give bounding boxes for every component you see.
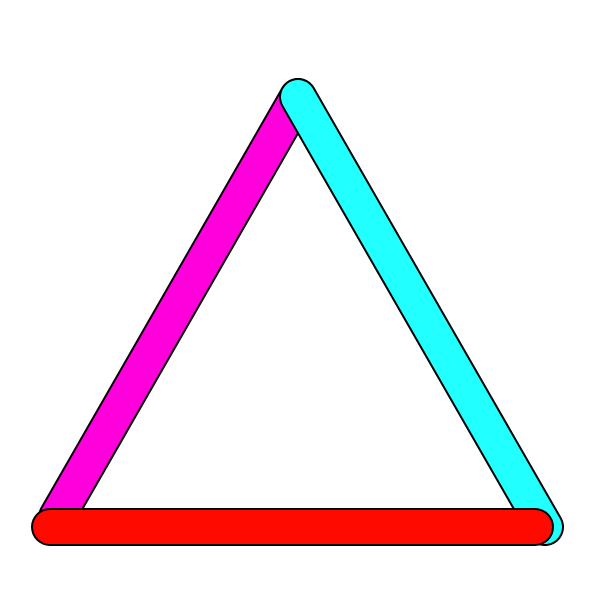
left-stick [38, 78, 317, 536]
left-stick-fill [40, 80, 315, 534]
right-stick [279, 78, 564, 546]
right-stick-fill [281, 80, 562, 544]
